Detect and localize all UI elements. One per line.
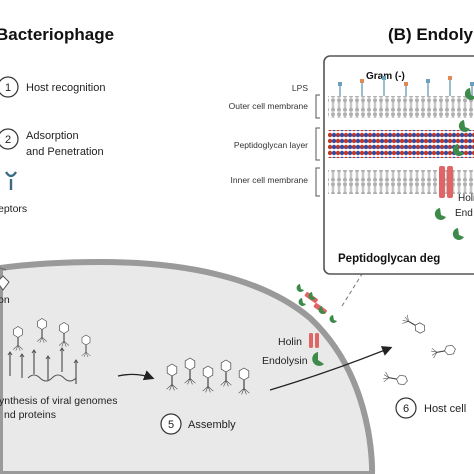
genome-strand-tip xyxy=(59,347,65,352)
partial-step-label: on xyxy=(0,294,10,306)
step-2: 2 Adsorption and Penetration xyxy=(0,128,104,158)
step-6: 6 Host cell xyxy=(395,397,466,419)
genome-strand-tip xyxy=(19,353,25,358)
receptor-icon xyxy=(4,171,18,190)
step-1: 1 Host recognition xyxy=(0,76,106,98)
step-label-line2: and Penetration xyxy=(26,146,104,158)
phage-icon xyxy=(383,371,408,386)
holin-icon xyxy=(309,333,313,348)
layer-label-peptidoglycan: Peptidoglycan layer xyxy=(234,140,308,150)
genome-strand-tip xyxy=(7,351,13,356)
layer-label-outer-membrane: Outer cell membrane xyxy=(229,101,309,111)
holin-label: Holin xyxy=(278,336,302,348)
phage-icon xyxy=(220,359,232,387)
phage-icon xyxy=(81,334,91,358)
tail-fibers xyxy=(27,374,77,382)
step-number-badge xyxy=(395,397,417,419)
genome-strand-tip xyxy=(31,349,37,354)
step-label: Assembly xyxy=(188,419,236,431)
inset-footer: Peptidoglycan deg xyxy=(338,253,440,265)
membrane-endolysins xyxy=(296,284,337,323)
phage-icon xyxy=(184,357,196,385)
phage-icon xyxy=(202,365,214,393)
inset-holin-label: Holi xyxy=(458,193,474,204)
step-number: 5 xyxy=(168,419,174,431)
layer-label-inner-membrane: Inner cell membrane xyxy=(231,175,309,185)
endolysin-icon xyxy=(312,352,324,366)
released-phages xyxy=(383,314,456,386)
step-label: Host cell xyxy=(424,403,466,415)
arrow-to-release xyxy=(269,346,393,391)
step-number-badge xyxy=(160,413,182,435)
endolysin-inset xyxy=(323,55,474,275)
peptidoglycan-layer xyxy=(328,130,474,158)
endolysin-label: Endolysin xyxy=(262,355,308,367)
phage-cluster xyxy=(7,318,91,384)
step-number: 1 xyxy=(5,82,11,94)
outer-membrane xyxy=(328,96,474,118)
phage-icon xyxy=(0,267,10,291)
holin-icon-half xyxy=(315,333,319,348)
synthesis-label-line1: ynthesis of viral genomes xyxy=(0,395,117,407)
step-number: 6 xyxy=(403,403,409,415)
genome-strand-tip xyxy=(73,359,79,364)
holin-legend: Holin xyxy=(278,333,319,348)
phage-icon xyxy=(166,363,178,391)
holin-channel xyxy=(439,166,453,198)
lps-sugar xyxy=(470,82,474,86)
step-label: Host recognition xyxy=(26,82,106,94)
lps-sugar xyxy=(404,82,408,86)
endolysin-legend: Endolysin xyxy=(262,352,324,367)
step-number-badge xyxy=(0,128,19,150)
step-label: Adsorption xyxy=(26,130,79,142)
layer-label-lps: LPS xyxy=(292,83,308,93)
membrane-holins xyxy=(304,292,327,315)
step-number: 2 xyxy=(5,134,11,146)
left-panel-title: Bacteriophage xyxy=(0,25,114,44)
phage-icon xyxy=(36,318,48,343)
step-number-badge xyxy=(0,76,19,98)
inset-endolysin-label: End xyxy=(455,208,473,219)
assembled-phages xyxy=(166,357,250,395)
receptors-label: eptors xyxy=(0,203,27,215)
step-5: 5 Assembly xyxy=(160,413,236,435)
phage-icon xyxy=(58,322,70,347)
layer-braces xyxy=(315,94,320,197)
lps-sugar xyxy=(426,79,430,83)
phage-icon xyxy=(238,367,250,395)
zoom-line xyxy=(341,257,373,307)
right-panel-title: (B) Endoly xyxy=(388,25,474,44)
synthesis-label-line2: nd proteins xyxy=(4,409,56,421)
lps-sugar xyxy=(382,76,386,80)
arrow-to-assembly xyxy=(117,370,155,381)
phage-icon xyxy=(12,326,24,351)
lps-sugar xyxy=(448,76,452,80)
inset-endolysins xyxy=(434,88,474,240)
lps-strands xyxy=(338,76,474,96)
genome-strand-tip xyxy=(45,355,51,360)
lps-sugar xyxy=(338,82,342,86)
phage-icon xyxy=(402,314,426,334)
lps-sugar xyxy=(360,79,364,83)
phage-icon xyxy=(431,344,456,359)
host-cell xyxy=(0,258,376,474)
